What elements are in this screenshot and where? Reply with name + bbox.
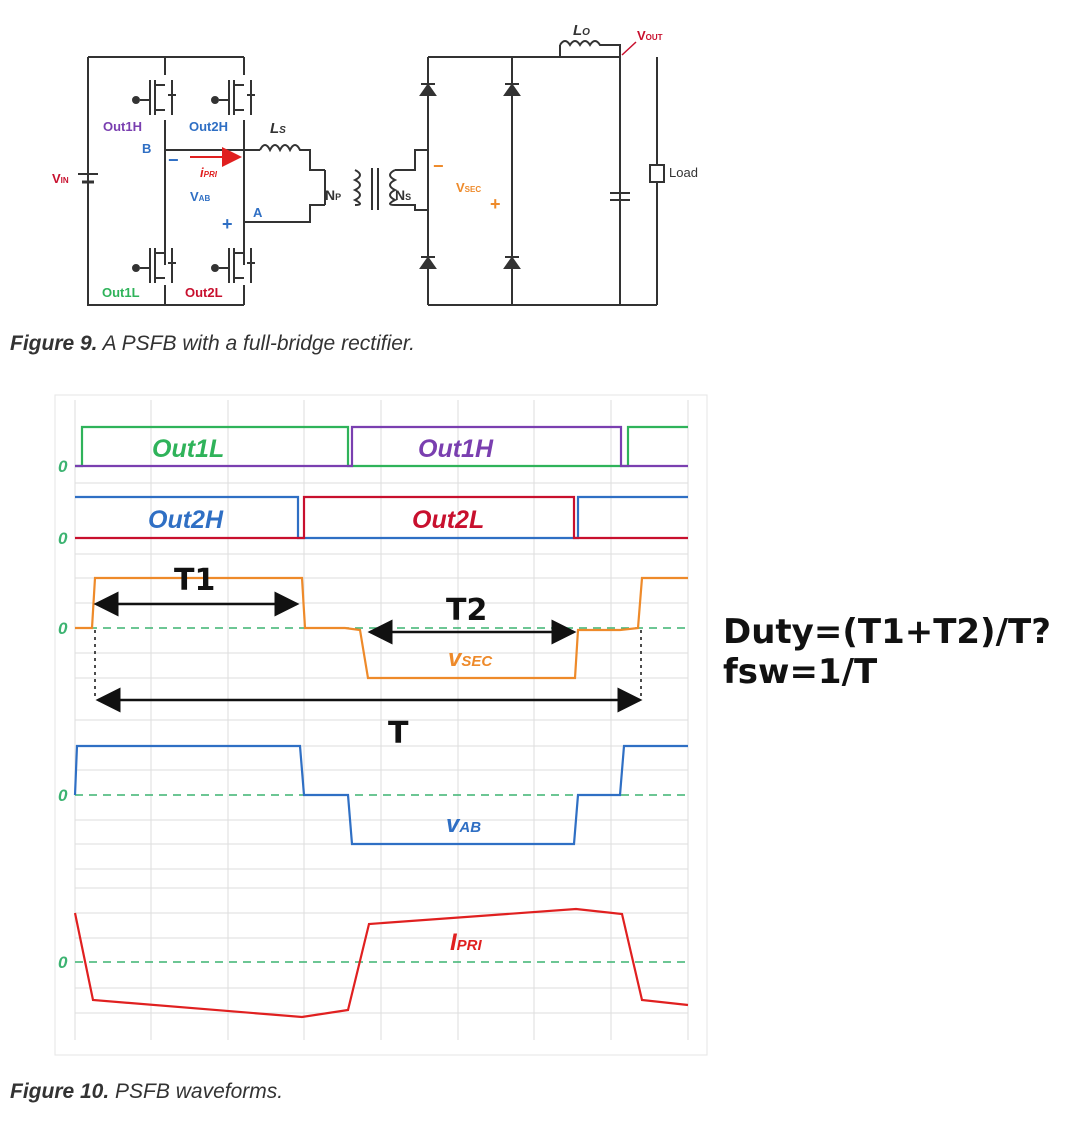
out2l-trace — [75, 495, 688, 540]
duty-note: Duty=(T1+T2)/T? — [723, 612, 1051, 652]
figure-10-text: PSFB waveforms. — [109, 1080, 284, 1103]
timing-annotations — [93, 591, 643, 713]
primary-coil-icon — [352, 169, 361, 206]
zero-label: 0 — [58, 619, 68, 638]
zero-label: 0 — [58, 786, 68, 805]
diode-icon — [503, 256, 521, 269]
out1h-wave-label: Out1H — [418, 435, 494, 463]
output-capacitor-icon — [610, 192, 630, 201]
out1l-label: Out1L — [102, 285, 140, 300]
vsec-trace — [75, 576, 688, 680]
ipri-wave-label: IPRI — [450, 929, 483, 956]
lo-inductor-icon — [559, 40, 621, 57]
node-a-wire — [244, 204, 325, 223]
np-label: NP — [325, 187, 341, 203]
out2h-trace — [75, 495, 688, 540]
mosfet-icon — [132, 80, 176, 115]
vin-source-icon — [78, 173, 98, 184]
vin-label: VIN — [52, 171, 69, 186]
node-a-label: A — [253, 205, 263, 220]
zero-label: 0 — [58, 529, 68, 548]
vsec-minus-label: − — [433, 156, 444, 176]
figure-9-text: A PSFB with a full-bridge rectifier. — [97, 332, 415, 355]
ipri-trace — [73, 907, 689, 1019]
out1l-wave-label: Out1L — [152, 435, 224, 463]
circuit-schematic — [78, 40, 665, 306]
out1h-trace — [75, 425, 688, 468]
vsec-wave-label: vSEC — [448, 645, 493, 672]
ipri-label: iPRI — [200, 165, 218, 180]
figure-9-caption: Figure 9. A PSFB with a full-bridge rect… — [10, 332, 415, 356]
ns-label: NS — [395, 187, 411, 203]
figure-9-label: Figure 9. — [10, 332, 98, 355]
gate-traces — [75, 425, 688, 540]
vout-label: VOUT — [637, 28, 663, 43]
figure-10-label: Figure 10. — [10, 1080, 110, 1103]
vab-label: VAB — [190, 189, 210, 204]
fsw-note: fsw=1/T — [723, 652, 878, 692]
vab-plus-label: + — [222, 214, 233, 234]
load-resistor-icon — [649, 164, 665, 183]
vsec-plus-label: + — [490, 194, 501, 214]
mosfet-icon — [132, 248, 176, 283]
diode-icon — [419, 83, 437, 96]
diode-icon — [419, 256, 437, 269]
node-b-label: B — [142, 141, 151, 156]
t-label: T — [388, 716, 409, 751]
lo-label: LO — [573, 22, 590, 39]
diode-icon — [503, 83, 521, 96]
vab-minus-label: − — [168, 150, 179, 170]
mosfets — [132, 80, 255, 283]
t2-label: T2 — [446, 593, 487, 628]
vab-wave-label: vAB — [446, 811, 481, 838]
zero-label: 0 — [58, 457, 68, 476]
vab-trace — [73, 744, 688, 846]
out2h-wave-label: Out2H — [148, 506, 224, 534]
out2l-label: Out2L — [185, 285, 223, 300]
secondary-coil-icon — [389, 169, 398, 206]
out1l-trace — [75, 425, 688, 468]
out1h-label: Out1H — [103, 119, 142, 134]
figure-10-caption: Figure 10. PSFB waveforms. — [10, 1080, 283, 1104]
mosfet-icon — [211, 248, 255, 283]
load-label: Load — [669, 165, 698, 180]
ls-inductor-icon — [259, 144, 325, 171]
vout-pointer — [621, 41, 637, 56]
rectifier-diodes — [419, 83, 521, 269]
out2h-label: Out2H — [189, 119, 228, 134]
t1-label: T1 — [174, 563, 215, 598]
ls-label: LS — [270, 120, 286, 137]
rectifier-wire — [427, 56, 658, 306]
mosfet-icon — [211, 80, 255, 115]
out2l-wave-label: Out2L — [412, 506, 484, 534]
zero-label: 0 — [58, 953, 68, 972]
vsec-label: VSEC — [456, 180, 481, 195]
